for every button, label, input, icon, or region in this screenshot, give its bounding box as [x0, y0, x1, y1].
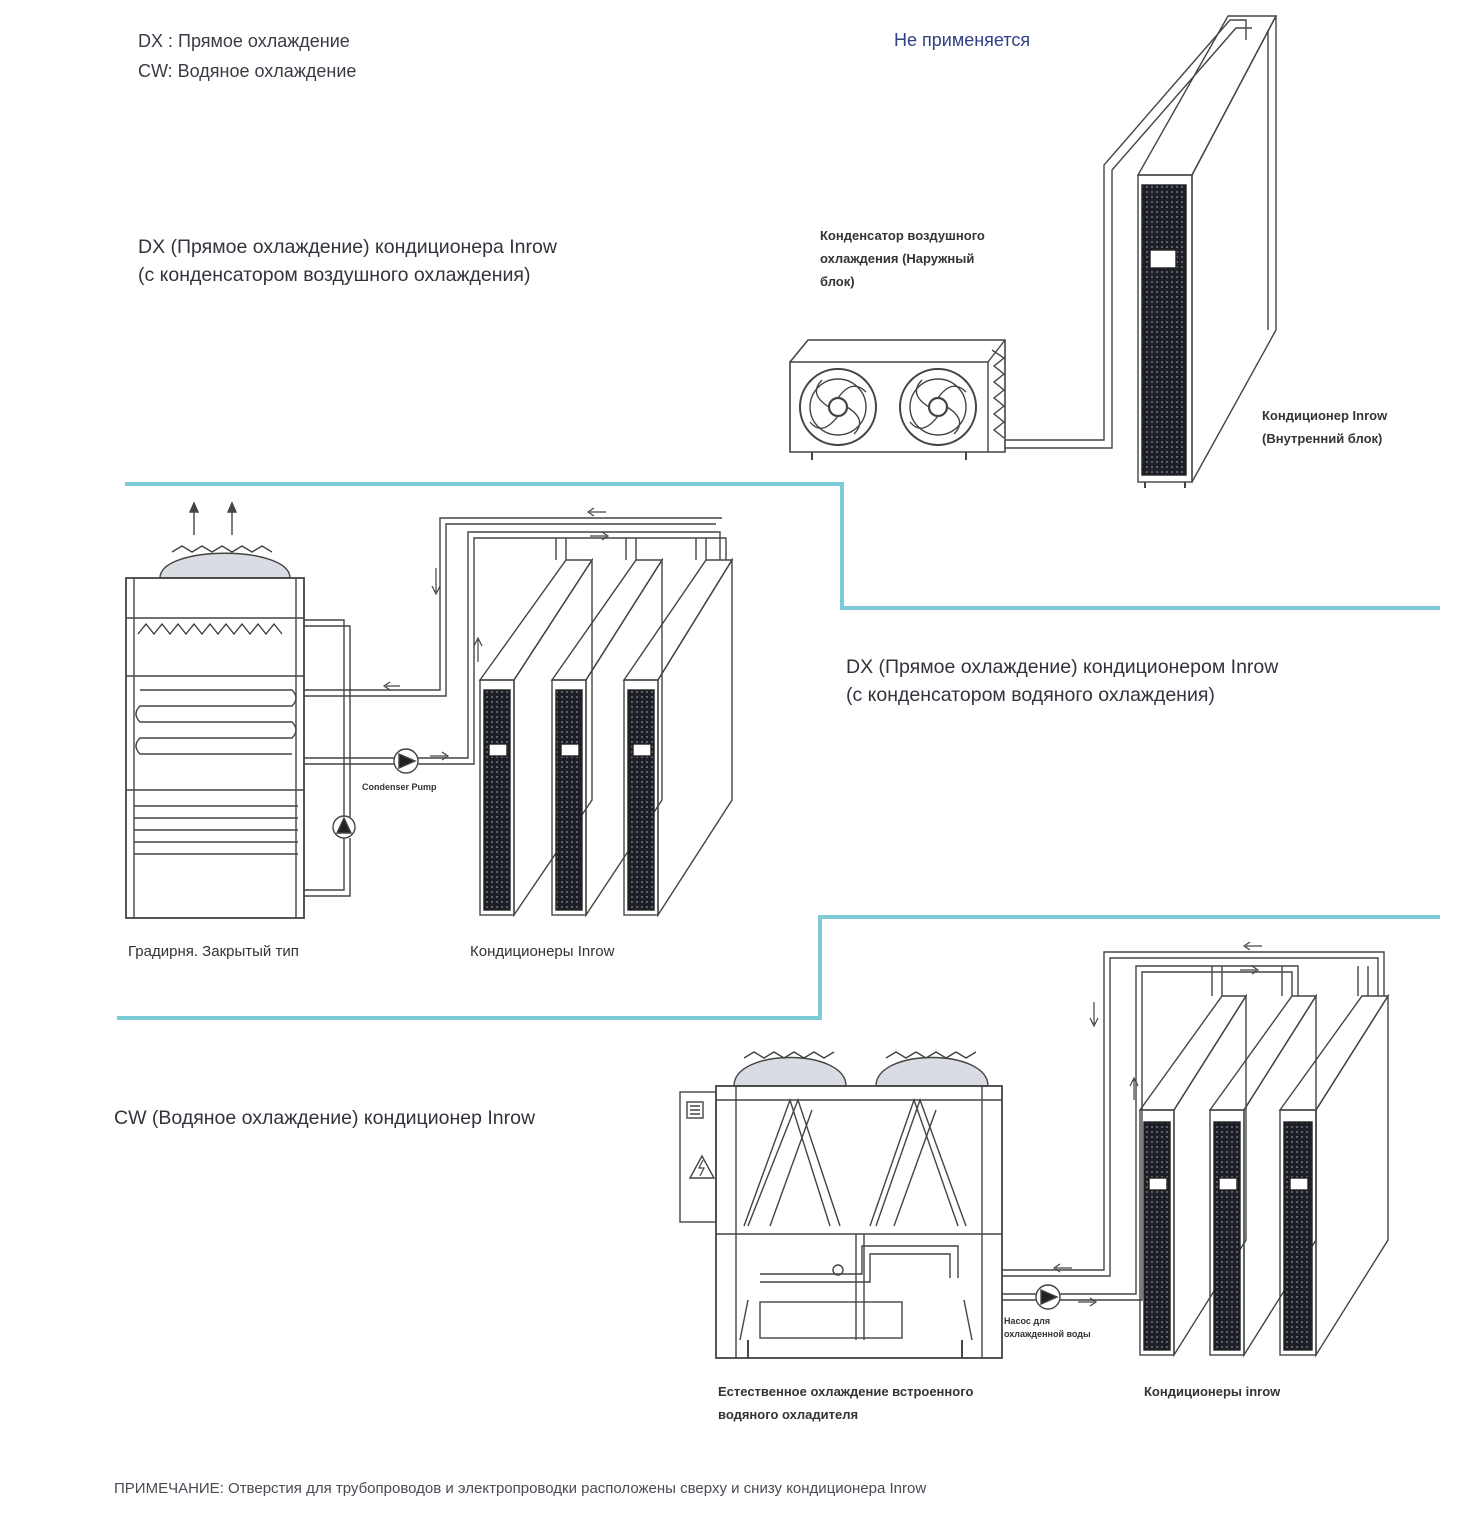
- chilled-water-pump: [1035, 1284, 1061, 1310]
- divider-bottom: [117, 915, 1440, 1020]
- refrigerant-pipes: [1005, 19, 1252, 449]
- section-cw-title: CW (Водяное охлаждение) кондиционер Inro…: [114, 1107, 536, 1129]
- not-applicable-label: Не применяется: [894, 30, 1031, 50]
- indoor-inrow-unit: [1136, 15, 1278, 488]
- section-air-title: DX (Прямое охлаждение) кондиционера Inro…: [138, 236, 557, 286]
- legend-dx: DX : Прямое охлаждение: [138, 31, 350, 51]
- inrow-units-label-a: Кондиционеры Inrow: [470, 943, 615, 960]
- chilled-water-pipes: [1002, 951, 1385, 1301]
- flow-arrows-section3: [1052, 941, 1262, 1307]
- indoor-unit-label: Кондиционер Inrow (Внутренний блок): [1262, 408, 1388, 446]
- cooling-tower-label: Градирня. Закрытый тип: [128, 943, 299, 960]
- outdoor-condenser: [789, 339, 1006, 460]
- chiller-label: Естественное охлаждение встроенного водя…: [718, 1384, 974, 1422]
- condenser-pump: [393, 748, 419, 774]
- divider-top: [125, 482, 1440, 610]
- chilled-water-pump-label: Насос для охлажденной воды: [1004, 1316, 1091, 1339]
- condenser-label: Конденсатор воздушного охлаждения (Наруж…: [820, 228, 985, 289]
- condenser-pump-label: Condenser Pump: [362, 782, 437, 792]
- inrow-unit-row-a: [478, 557, 734, 918]
- section-water-title: DX (Прямое охлаждение) кондиционером Inr…: [846, 656, 1279, 706]
- flow-arrows-section2: [382, 507, 610, 761]
- inrow-units-label-b: Кондиционеры inrow: [1144, 1384, 1281, 1399]
- footnote: ПРИМЕЧАНИЕ: Отверстия для трубопроводов …: [114, 1480, 927, 1497]
- tower-pipes: [304, 517, 727, 897]
- air-cooled-chiller: [679, 1051, 1003, 1359]
- inrow-unit-row-b: [1138, 993, 1390, 1358]
- cooling-tower: [125, 501, 305, 919]
- legend-cw: CW: Водяное охлаждение: [138, 61, 357, 81]
